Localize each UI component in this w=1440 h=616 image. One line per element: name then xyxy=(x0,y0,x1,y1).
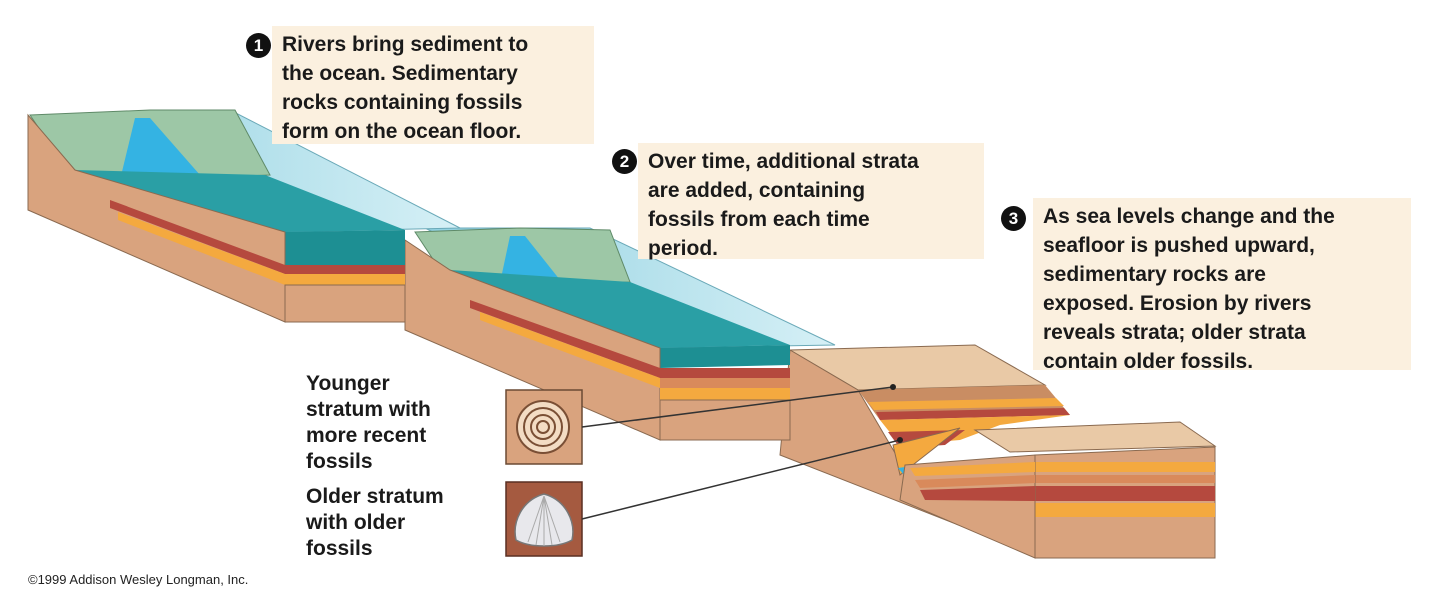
block-2-ocean-strata xyxy=(404,227,836,441)
step-2-badge: 2 xyxy=(612,149,637,174)
step-2-callout: Over time, additional strata are added, … xyxy=(638,143,984,260)
younger-fossil-inset xyxy=(505,389,583,465)
step-1-text: Rivers bring sediment to the ocean. Sedi… xyxy=(282,33,529,143)
bivalve-shell-icon xyxy=(514,493,574,547)
ammonite-shell-icon xyxy=(516,400,570,454)
block-3-uplifted-strata xyxy=(779,344,1217,559)
step-3-callout: As sea levels change and the seafloor is… xyxy=(1033,198,1411,373)
older-stratum-label: Older stratum with older fossils xyxy=(306,485,444,560)
copyright-notice: ©1999 Addison Wesley Longman, Inc. xyxy=(28,572,249,587)
younger-stratum-label: Younger stratum with more recent fossils xyxy=(306,372,431,473)
step-2-text: Over time, additional strata are added, … xyxy=(648,150,919,260)
older-stratum-marker xyxy=(897,437,903,443)
younger-stratum-marker xyxy=(890,384,896,390)
step-1-badge: 1 xyxy=(246,33,271,58)
older-stratum-pointer xyxy=(581,439,901,520)
step-3-text: As sea levels change and the seafloor is… xyxy=(1043,205,1335,373)
step-3-badge: 3 xyxy=(1001,206,1026,231)
block-1-ocean-sediment xyxy=(27,109,461,323)
younger-stratum-pointer xyxy=(581,386,894,428)
step-1-callout: Rivers bring sediment to the ocean. Sedi… xyxy=(272,26,594,144)
older-fossil-inset xyxy=(505,481,583,557)
